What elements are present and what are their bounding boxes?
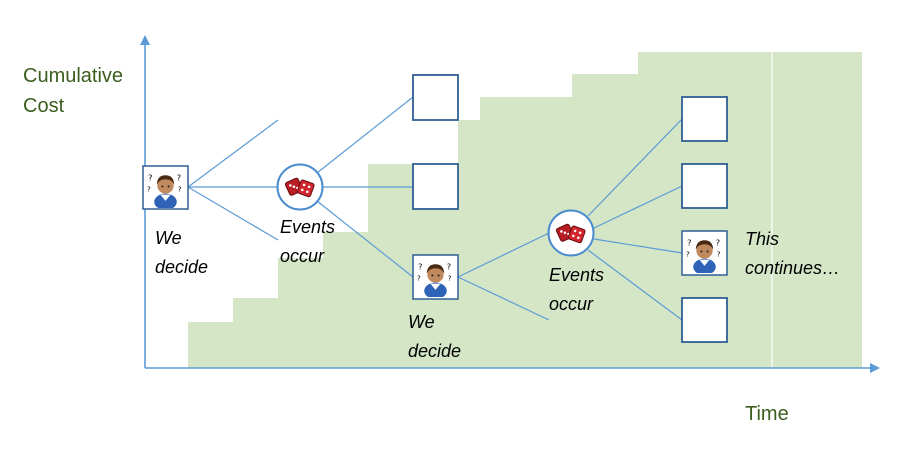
outcome-box [681, 96, 728, 142]
decision-node [681, 230, 728, 276]
x-axis-label: Time [745, 403, 789, 425]
branch-line [187, 119, 279, 188]
branch-line [587, 118, 683, 217]
branch-line [587, 249, 683, 321]
branch-line [457, 232, 550, 278]
events-caption: Events occur [280, 217, 336, 266]
branch-line [593, 185, 683, 229]
outcome-box [681, 163, 728, 209]
cumulative-cost-area [188, 52, 862, 368]
branch-line [457, 276, 550, 321]
outcome-box [412, 74, 459, 121]
outcome-box [412, 163, 459, 210]
continues-caption: This continues… [745, 229, 841, 278]
branch-line [316, 96, 414, 174]
branch-line [316, 200, 414, 278]
chance-node [547, 209, 595, 257]
outcome-box [681, 297, 728, 343]
decide-caption: We decide [155, 228, 209, 277]
decide-caption: We decide [408, 312, 462, 361]
y-axis-label: Cumulative Cost [23, 65, 124, 117]
events-caption: Events occur [549, 265, 605, 314]
tree-branches [187, 96, 683, 321]
decision-node [412, 254, 459, 300]
decision-node [142, 165, 189, 210]
branch-line [593, 238, 683, 254]
branch-line [187, 186, 279, 241]
chance-node [276, 163, 324, 211]
